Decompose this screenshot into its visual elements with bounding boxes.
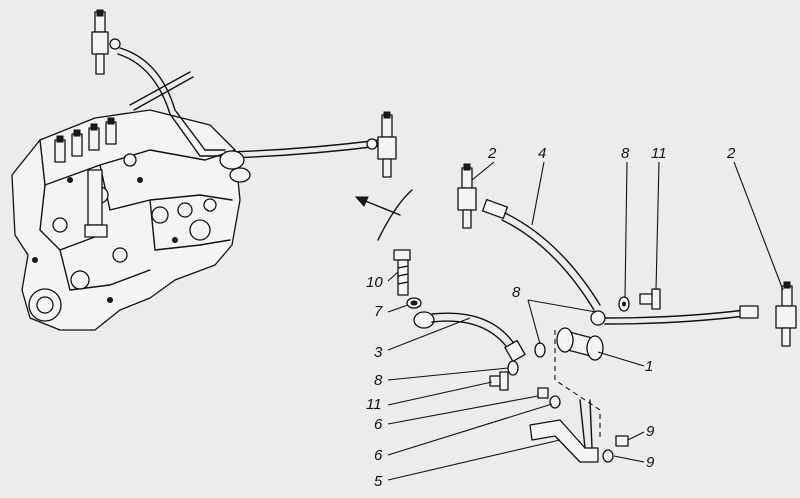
part-8-washer-top bbox=[618, 296, 630, 312]
installed-injector-top bbox=[91, 9, 121, 75]
callout-5: 5 bbox=[374, 473, 383, 490]
callout-9-right: 9 bbox=[646, 423, 655, 440]
part-9-bolt-right bbox=[615, 435, 629, 447]
callout-11-low: 11 bbox=[366, 396, 382, 413]
part-4-fuel-line bbox=[481, 198, 759, 326]
callout-2-right: 2 bbox=[726, 145, 736, 162]
callout-7: 7 bbox=[374, 303, 383, 320]
callout-8-top: 8 bbox=[621, 145, 630, 162]
callout-6-left: 6 bbox=[374, 447, 383, 464]
callout-11-top: 11 bbox=[651, 145, 667, 162]
callout-10: 10 bbox=[366, 274, 383, 291]
installed-injector-mid bbox=[366, 111, 397, 178]
part-11-bolt-low bbox=[489, 371, 509, 391]
alignment-dashed-line bbox=[554, 330, 601, 440]
callout-9-left: 6 bbox=[374, 416, 383, 433]
part-1-filter bbox=[556, 327, 604, 361]
pump-fitting bbox=[219, 150, 251, 183]
part-7-seal bbox=[406, 297, 422, 309]
part-5-bracket bbox=[529, 399, 599, 463]
callout-8-mid: 8 bbox=[512, 284, 521, 301]
assembly-direction-arrow bbox=[354, 189, 413, 241]
part-10-banjo-bolt bbox=[393, 249, 411, 296]
leader-lines bbox=[387, 161, 784, 481]
callout-8-low: 8 bbox=[374, 372, 383, 389]
part-8-washer-mid bbox=[534, 342, 546, 358]
part-11-bolt-top bbox=[639, 288, 661, 310]
part-6-washer-right bbox=[602, 449, 614, 463]
part-2-injector-left bbox=[457, 163, 477, 229]
callout-2-left: 2 bbox=[487, 145, 497, 162]
part-8-washer-low bbox=[507, 360, 519, 376]
fuel-pump-assembly bbox=[11, 71, 241, 331]
callout-3: 3 bbox=[374, 344, 383, 361]
callout-4: 4 bbox=[538, 145, 546, 162]
callout-1: 1 bbox=[645, 358, 653, 375]
part-3-drain-line bbox=[413, 311, 526, 363]
callout-6-right: 9 bbox=[646, 454, 655, 471]
part-6-washer-left bbox=[549, 395, 561, 409]
part-2-injector-right bbox=[775, 281, 797, 347]
part-9-bolt-left bbox=[537, 387, 549, 399]
